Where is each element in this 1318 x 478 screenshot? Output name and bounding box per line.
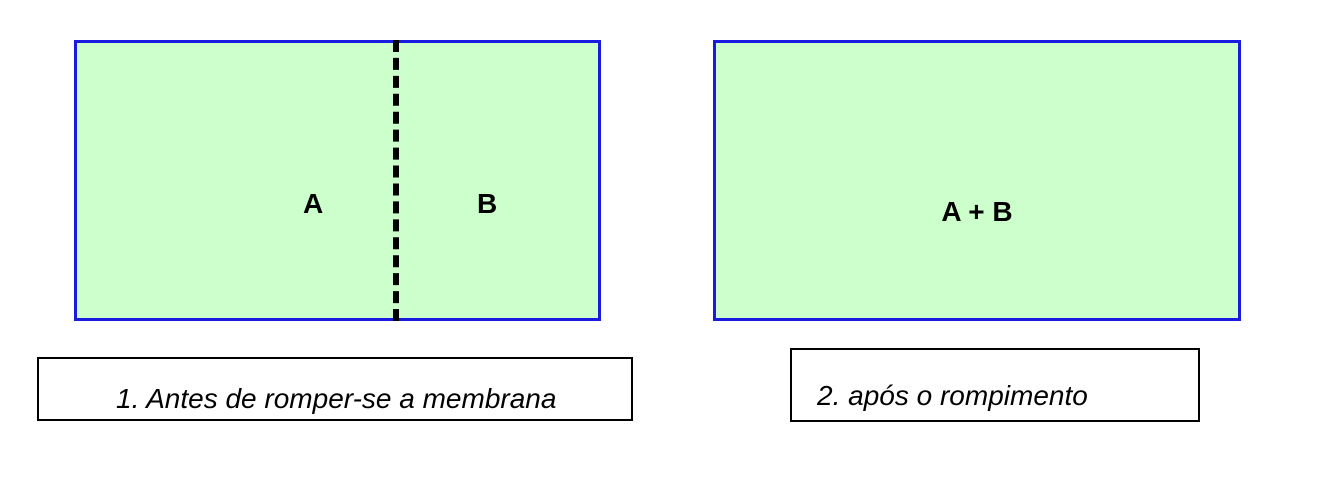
caption-before-text: 1. Antes de romper-se a membrana — [116, 383, 557, 414]
membrane-dashed-line — [393, 40, 399, 321]
container-before: A B — [74, 40, 601, 321]
caption-after-box: 2. após o rompimento — [790, 348, 1200, 422]
region-a-label: A — [303, 188, 324, 219]
caption-before-box: 1. Antes de romper-se a membrana — [37, 357, 633, 421]
container-after: A + B — [713, 40, 1241, 321]
mixed-region-label: A + B — [941, 196, 1013, 227]
region-b-label: B — [477, 188, 498, 219]
caption-after-text: 2. após o rompimento — [817, 380, 1088, 411]
